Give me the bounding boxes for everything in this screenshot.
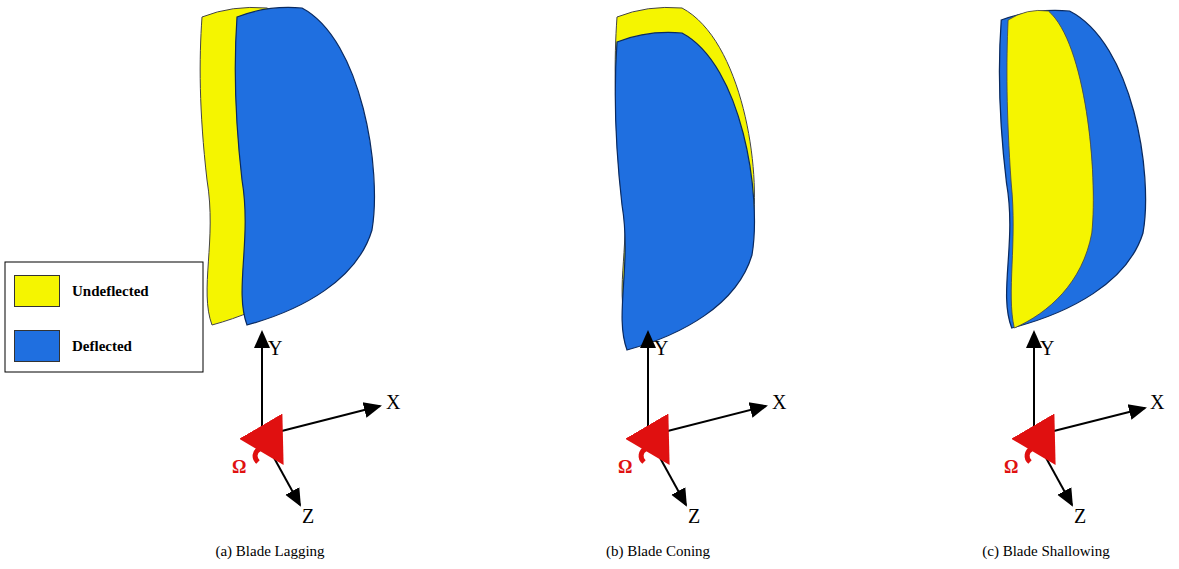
axis-label: X xyxy=(1150,392,1164,412)
deflected-blade xyxy=(615,32,754,350)
axis-label: Z xyxy=(302,506,314,526)
axis-label: Y xyxy=(268,338,282,358)
axis-label: X xyxy=(386,392,400,412)
rotation-symbol: Ω xyxy=(618,458,632,476)
legend-text: Undeflected xyxy=(72,284,149,299)
legend-swatch xyxy=(14,330,60,362)
undeflected-blade xyxy=(1007,10,1093,328)
axes xyxy=(262,332,1145,505)
axis-label: Z xyxy=(688,506,700,526)
legend-text: Deflected xyxy=(72,339,132,354)
panel-caption: (c) Blade Shallowing xyxy=(982,544,1109,559)
legend-swatch xyxy=(14,275,60,307)
deflected-blade xyxy=(235,7,374,325)
panel-caption: (a) Blade Lagging xyxy=(215,544,324,559)
axis-label: X xyxy=(772,392,786,412)
rotation-symbol: Ω xyxy=(1004,458,1018,476)
axis-label: Y xyxy=(654,338,668,358)
panel-caption: (b) Blade Coning xyxy=(606,544,710,559)
rotation-symbol: Ω xyxy=(232,458,246,476)
deflected-blade xyxy=(999,10,1145,328)
axis-label: Y xyxy=(1040,338,1054,358)
rotation-arrow xyxy=(255,447,1048,462)
axis-label: Z xyxy=(1074,506,1086,526)
legend-frame xyxy=(5,262,203,372)
